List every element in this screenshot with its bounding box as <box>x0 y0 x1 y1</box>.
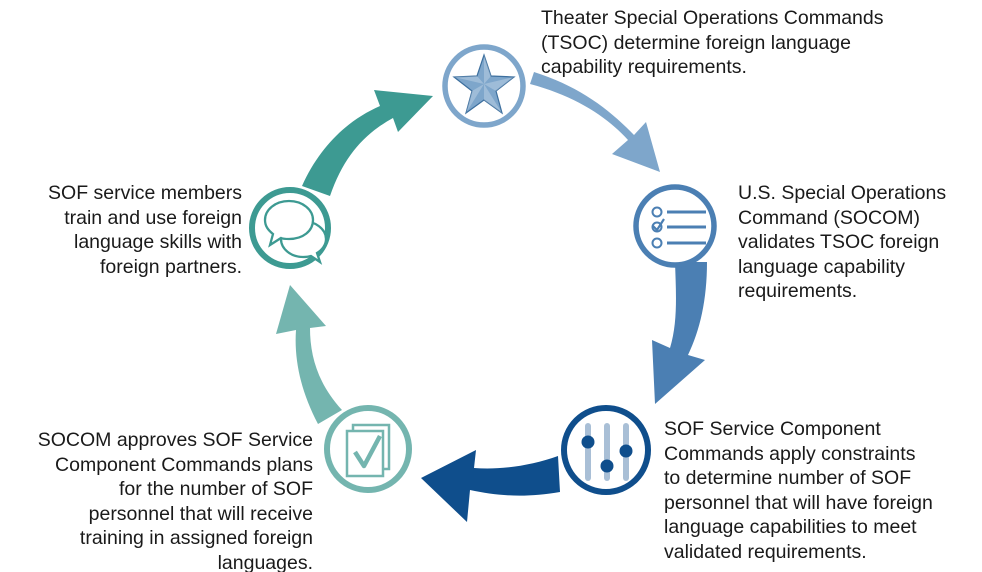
step5-node <box>249 187 331 269</box>
step2-node <box>633 184 717 268</box>
step3-text: SOF Service Component Commands apply con… <box>664 418 933 563</box>
step4-text: SOCOM approves SOF Service Component Com… <box>37 429 313 572</box>
sliders-icon <box>581 423 633 481</box>
step1-text: Theater Special Operations Commands (TSO… <box>541 7 884 78</box>
step3-node <box>561 405 651 495</box>
arrow-step4-to-step5 <box>276 285 342 424</box>
arrow-step2-to-step3 <box>652 262 707 404</box>
checklist-icon <box>651 206 706 249</box>
speech-bubbles-icon <box>263 199 328 265</box>
star-icon <box>452 53 516 115</box>
approved-document-icon <box>345 423 391 478</box>
arrow-step3-to-step4 <box>421 450 560 522</box>
step1-node <box>442 44 526 128</box>
step2-text: U.S. Special Operations Command (SOCOM) … <box>738 182 947 302</box>
step4-node <box>324 405 412 493</box>
step5-text: SOF service members train and use foreig… <box>48 182 242 278</box>
arrow-step5-to-step1 <box>302 90 433 196</box>
arrow-step1-to-step2 <box>530 72 660 172</box>
